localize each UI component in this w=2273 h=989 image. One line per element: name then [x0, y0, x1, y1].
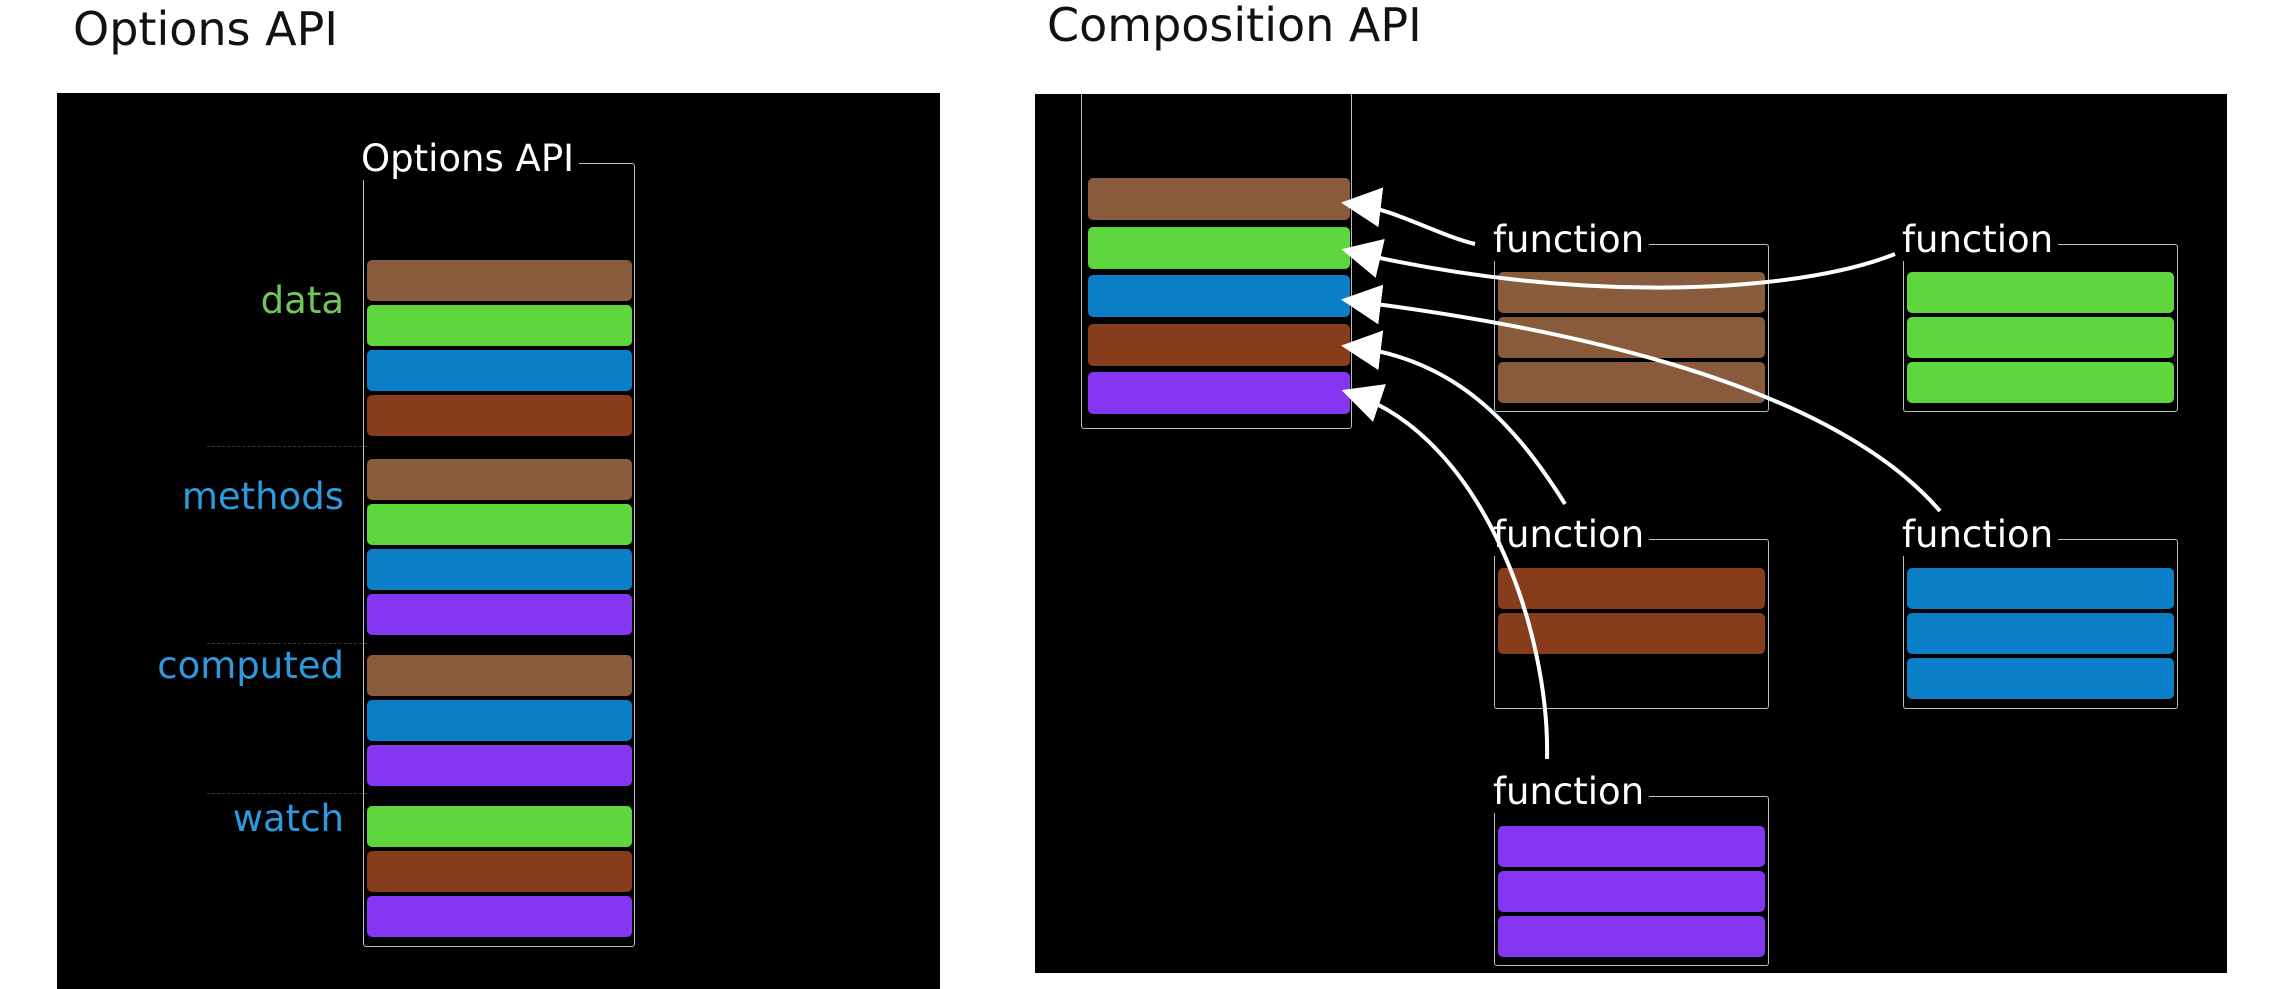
function-title-rust: function	[1488, 513, 1650, 556]
stack-bar-blue	[1088, 275, 1350, 317]
arrows	[1341, 187, 1942, 760]
function-purple-bar	[1498, 826, 1765, 867]
stack-bar-brown	[1088, 178, 1350, 220]
function-green-bar	[1907, 317, 2174, 358]
stack-bar-purple	[1088, 372, 1350, 414]
section-label-computed: computed	[157, 644, 344, 687]
arrow-blue	[1341, 284, 1942, 513]
function-title-blue: function	[1897, 513, 2059, 556]
function-brown-bar	[1498, 272, 1765, 313]
methods-bar-green	[367, 504, 632, 545]
function-green-bar	[1907, 362, 2174, 403]
function-green-bar	[1907, 272, 2174, 313]
function-blue-bar	[1907, 568, 2174, 609]
function-title-green: function	[1897, 218, 2059, 261]
divider-computed	[207, 643, 367, 644]
data-bar-rust	[367, 395, 632, 436]
arrow-brown	[1341, 187, 1476, 246]
stack-bar-rust	[1088, 323, 1350, 366]
stack-bar-green	[1088, 226, 1350, 269]
composition-api-heading: Composition API	[1047, 0, 1422, 52]
function-title-brown: function	[1488, 218, 1650, 261]
computed-bar-blue	[367, 700, 632, 741]
divider-methods	[207, 446, 367, 447]
options-api-box-title: Options API	[356, 137, 580, 180]
section-label-data: data	[260, 279, 344, 322]
function-purple-bar	[1498, 916, 1765, 957]
watch-bar-purple	[367, 896, 632, 937]
watch-bar-green	[367, 806, 632, 847]
computed-bar-purple	[367, 745, 632, 786]
methods-bar-purple	[367, 594, 632, 635]
function-purple-bar	[1498, 871, 1765, 912]
function-rust-bar	[1498, 613, 1765, 654]
options-api-heading: Options API	[73, 2, 338, 56]
methods-bar-brown	[367, 459, 632, 500]
divider-watch	[207, 793, 367, 794]
section-label-watch: watch	[232, 797, 344, 840]
function-brown-bar	[1498, 362, 1765, 403]
data-bar-brown	[367, 260, 632, 301]
data-bar-green	[367, 305, 632, 346]
composition-api-diagram: function function function function func…	[1035, 94, 2227, 973]
computed-bar-brown	[367, 655, 632, 696]
options-api-diagram: Options API data methods computed watch	[57, 93, 940, 989]
data-bar-blue	[367, 350, 632, 391]
arrow-purple	[1341, 384, 1550, 760]
function-blue-bar	[1907, 658, 2174, 699]
function-title-purple: function	[1488, 770, 1650, 813]
watch-bar-rust	[367, 851, 632, 892]
methods-bar-blue	[367, 549, 632, 590]
arrow-green	[1341, 238, 1896, 290]
arrow-rust	[1341, 330, 1567, 506]
section-label-methods: methods	[181, 475, 344, 518]
function-blue-bar	[1907, 613, 2174, 654]
function-rust-bar	[1498, 568, 1765, 609]
